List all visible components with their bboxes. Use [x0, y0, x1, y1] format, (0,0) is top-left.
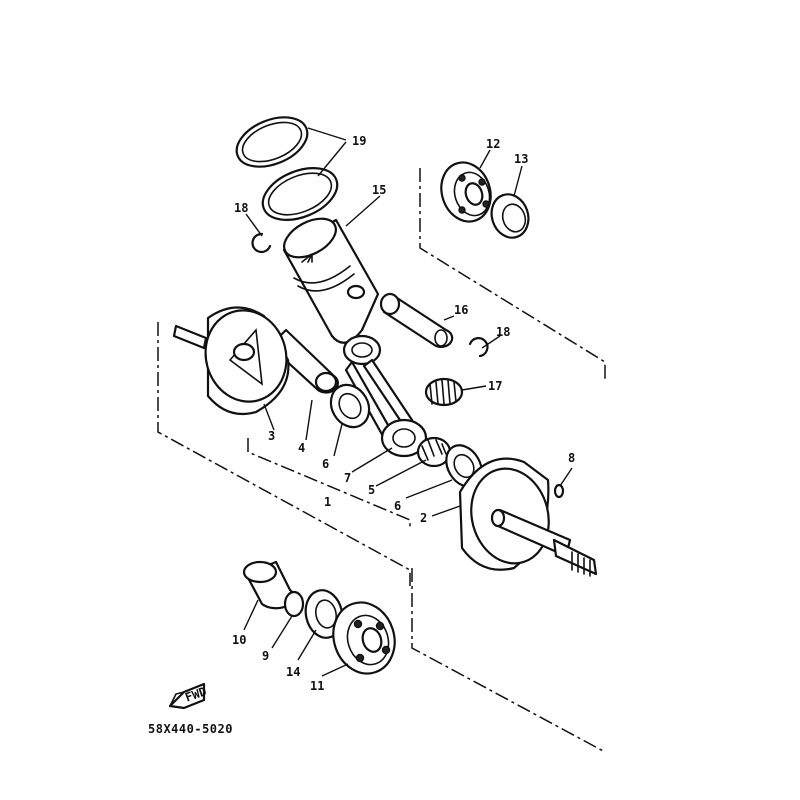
callout-1: 1 [324, 495, 331, 509]
piston-pin [379, 292, 454, 349]
callout-2: 2 [420, 511, 427, 525]
callout-11: 11 [310, 679, 324, 693]
callout-4: 4 [298, 441, 305, 455]
callout-7: 7 [344, 471, 351, 485]
callout-12: 12 [486, 137, 500, 151]
crankshaft-bearing-lower [332, 601, 396, 675]
crank-wheel-left [172, 306, 290, 416]
crankshaft-bearing-upper [440, 161, 492, 223]
crank-group-bracket [247, 438, 411, 530]
callout-10: 10 [232, 633, 246, 647]
leader-lines [243, 127, 573, 677]
callout-5: 5 [368, 483, 375, 497]
callout-9: 9 [262, 649, 269, 663]
callout-19: 19 [352, 134, 366, 148]
callout-6-right: 6 [394, 499, 401, 513]
forward-direction-marker: FWD [168, 682, 208, 710]
callout-6-left: 6 [322, 457, 329, 471]
callout-18-lower: 18 [496, 325, 510, 339]
piston [282, 217, 380, 344]
crank-pin [268, 328, 339, 394]
bearing-group-outline [419, 168, 606, 380]
callout-14: 14 [286, 665, 300, 679]
piston-pin-circlip-upper [251, 232, 272, 254]
callout-8: 8 [568, 451, 575, 465]
o-ring [283, 590, 305, 618]
callout-labels: 19 18 15 12 13 16 18 17 3 4 6 7 5 6 1 2 … [232, 134, 575, 693]
piston-rings [235, 116, 339, 221]
crank-assembly-group-outline [157, 322, 411, 586]
oil-seal-upper [490, 193, 530, 239]
connecting-rod [342, 334, 428, 458]
callout-17: 17 [488, 379, 502, 393]
callout-3: 3 [268, 429, 275, 443]
small-end-bearing [424, 377, 464, 407]
woodruff-key [553, 483, 565, 499]
callout-13: 13 [514, 152, 528, 166]
piston-pin-circlip-lower [468, 337, 489, 358]
callout-18-upper: 18 [234, 201, 248, 215]
main-bearing-group-outline [411, 568, 606, 753]
callout-15: 15 [372, 183, 386, 197]
forward-label: FWD [183, 684, 208, 705]
crank-wheel-right [458, 457, 598, 577]
callout-16: 16 [454, 303, 468, 317]
drawing-code-label: 58X440-5020 [148, 722, 233, 736]
thrust-washer-left [329, 383, 371, 429]
